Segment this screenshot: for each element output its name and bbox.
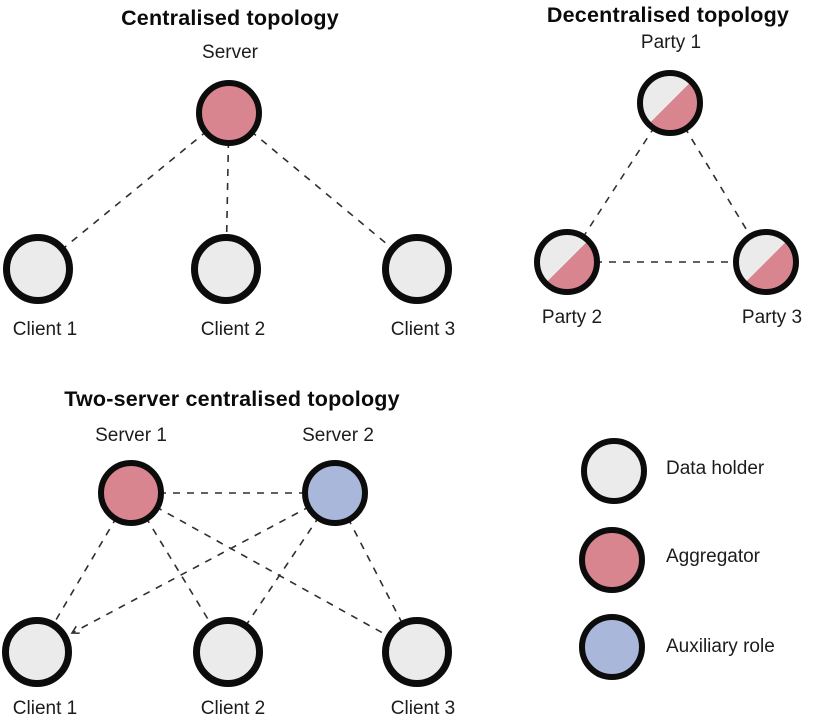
two-server-client3-label: Client 3 <box>390 698 456 719</box>
two-server-title: Two-server centralised topology <box>64 387 400 411</box>
centralised-title: Centralised topology <box>121 6 339 30</box>
server1-label: Server 1 <box>95 425 167 446</box>
client2-label: Client 2 <box>200 319 266 340</box>
legend-aggregator-label: Aggregator <box>666 546 761 567</box>
server2-node <box>302 460 368 526</box>
edge-server-client3 <box>228 112 418 270</box>
party1-label: Party 1 <box>640 32 702 53</box>
legend-data-holder-icon <box>581 438 647 504</box>
two-server-client1-node <box>2 617 72 687</box>
client1-label: Client 1 <box>12 319 78 340</box>
client3-label: Client 3 <box>390 319 456 340</box>
party2-label: Party 2 <box>541 307 603 328</box>
legend-auxiliary-icon <box>579 614 645 680</box>
two-server-client2-node <box>193 617 263 687</box>
decentralised-title: Decentralised topology <box>546 3 790 27</box>
party3-node <box>733 229 799 295</box>
client1-node <box>3 234 73 304</box>
party3-label: Party 3 <box>741 307 803 328</box>
client3-node <box>382 234 452 304</box>
legend-aggregator-icon <box>579 527 645 593</box>
two-server-client3-node <box>382 617 452 687</box>
legend-data-holder-label: Data holder <box>666 458 765 479</box>
client2-node <box>191 234 261 304</box>
party2-node <box>534 229 600 295</box>
server1-node <box>98 460 164 526</box>
server-node <box>196 80 262 146</box>
legend-auxiliary-label: Auxiliary role <box>666 636 775 657</box>
two-server-client2-label: Client 2 <box>200 698 266 719</box>
two-server-client1-label: Client 1 <box>12 698 78 719</box>
party1-node <box>637 70 703 136</box>
server-label: Server <box>202 42 258 63</box>
edge-server1-client3 <box>130 492 418 653</box>
server2-label: Server 2 <box>302 425 374 446</box>
